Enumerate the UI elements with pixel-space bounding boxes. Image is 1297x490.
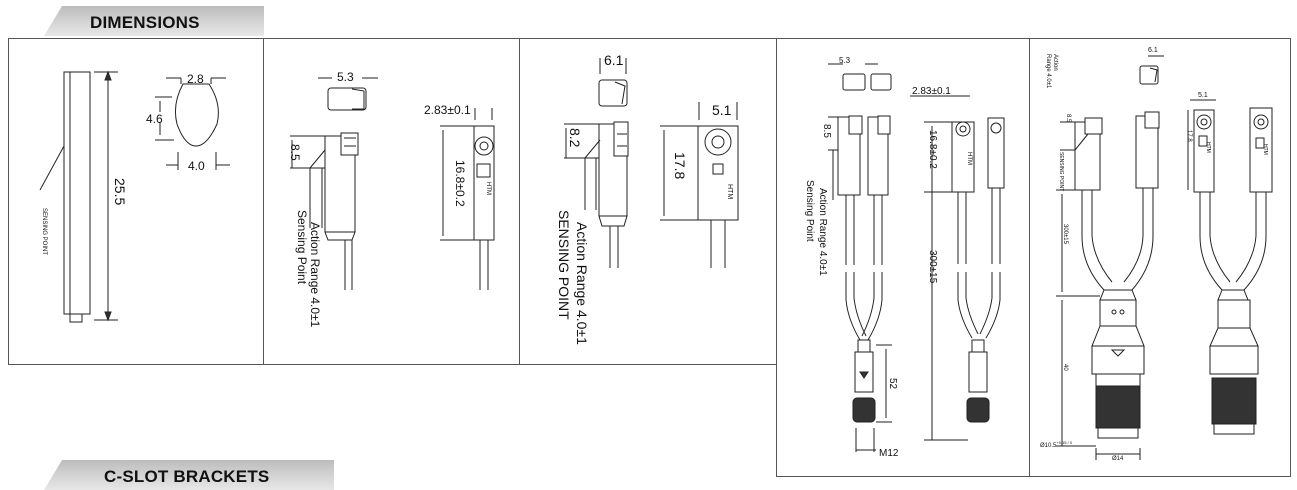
- p3-offset: 8.2: [567, 128, 583, 148]
- p4-offset: 8.5: [821, 124, 832, 138]
- p3-brand: HTM: [726, 184, 733, 200]
- p4-sensing-point: Sensing Point: [804, 180, 815, 242]
- p2-brand: HTM: [485, 182, 491, 195]
- p4-connector-len: 52: [887, 378, 898, 390]
- panel-4-drawing: [828, 63, 1005, 452]
- p3-side-width: 5.1: [712, 102, 732, 118]
- panel-2-drawing: [290, 77, 495, 290]
- p1-height: 4.6: [146, 112, 163, 126]
- p4-brand: HTM: [966, 152, 972, 165]
- p5-diameter-small-tol: +0.15 / 0: [1056, 440, 1073, 445]
- p4-thickness: 2.83±0.1: [912, 86, 951, 97]
- panel-5-drawing: [1056, 55, 1273, 460]
- p4-thread: M12: [879, 448, 899, 459]
- panel-3-drawing: [564, 58, 739, 268]
- p5-brand-2: HTM: [1262, 144, 1268, 155]
- p5-sensing-point: SENSING POINT: [1058, 152, 1064, 192]
- p5-offset: 8.5: [1065, 114, 1071, 123]
- p3-action-range: Action Range 4.0±1: [574, 222, 590, 345]
- dimensions-tab: DIMENSIONS: [44, 6, 264, 36]
- p5-top-width: 6.1: [1148, 47, 1158, 54]
- p2-sensing-point: Sensing Point: [295, 210, 309, 285]
- p5-side-width: 5.1: [1198, 92, 1208, 99]
- dimensions-title: DIMENSIONS: [90, 13, 200, 32]
- p5-diameter-small: Ø10.5+0.15 / 0: [1040, 440, 1072, 449]
- p3-sensing-point: SENSING POINT: [556, 210, 572, 320]
- p3-length: 17.8: [672, 152, 688, 180]
- p5-brand-1: HTM: [1205, 142, 1211, 153]
- p4-action-range: Action Range 4.0±1: [817, 188, 828, 276]
- p1-width-top: 2.8: [187, 72, 204, 86]
- technical-drawings: [39, 55, 1273, 460]
- p2-offset: 8.5: [288, 144, 302, 161]
- p2-thickness: 2.83±0.1: [424, 103, 471, 117]
- p2-length: 16.8±0.2: [453, 160, 467, 207]
- p4-width: 5.3: [839, 56, 851, 65]
- p3-top-width: 6.1: [604, 52, 624, 68]
- p5-cable: 300±15: [1062, 224, 1068, 244]
- p5-diameter-small-value: Ø10.5: [1040, 443, 1057, 449]
- p5-length: 17.8: [1186, 130, 1192, 142]
- p4-cable: 300±15: [927, 250, 938, 284]
- p4-length: 16.8±0.2: [927, 130, 938, 169]
- panel-1-drawing: [39, 70, 230, 323]
- p1-sensing-point: SENSING POINT: [41, 208, 47, 256]
- p1-width-bottom: 4.0: [188, 159, 205, 173]
- p1-length: 25.5: [112, 178, 128, 206]
- p5-diameter-large: Ø14: [1112, 456, 1124, 462]
- p2-width: 5.3: [337, 70, 354, 84]
- p5-connector-len: 40: [1062, 364, 1068, 371]
- p2-action-range: Action Range 4.0±1: [308, 222, 322, 328]
- p5-action-range: Action Range 4.0±1: [1045, 54, 1058, 89]
